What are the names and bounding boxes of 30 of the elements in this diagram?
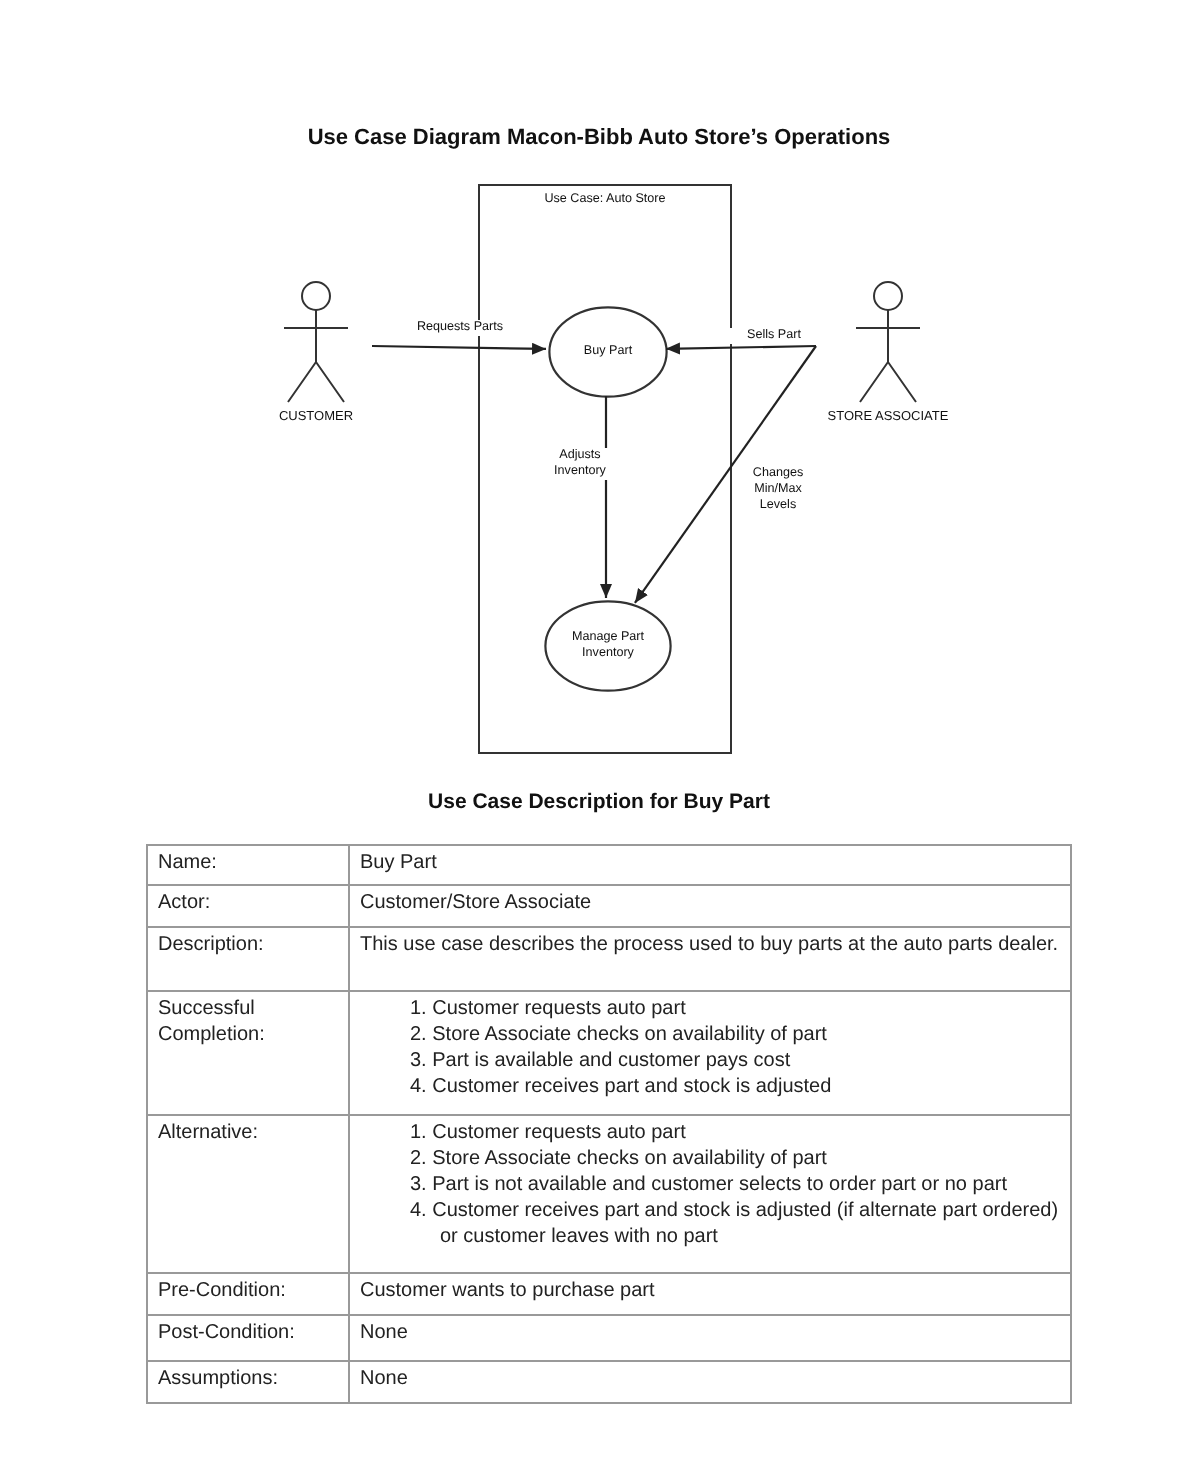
list-item: 4. Customer receives part and stock is adjusted [408, 1074, 834, 1100]
list-item: 2. Store Associate checks on availability of part [408, 1022, 829, 1048]
section-heading: Use Case Description for Buy Part [426, 790, 772, 814]
table-cell: None [349, 1361, 1071, 1403]
table-cell: Alternative: [147, 1115, 349, 1273]
table-cell: Post-Condition: [147, 1315, 349, 1361]
table-cell: None [349, 1315, 1071, 1361]
use-case-ellipse [548, 306, 668, 398]
table-cell: Name: [147, 845, 349, 885]
table-cell: Assumptions: [147, 1361, 349, 1403]
association-arrow [372, 342, 547, 355]
table-cell: Description: [147, 927, 349, 991]
list-item: 3. Part is not available and customer selects to order part or no part [408, 1172, 1009, 1198]
list-item: 2. Store Associate checks on availability of part [408, 1146, 829, 1172]
table-cell: Customer/Store Associate [349, 885, 1071, 927]
table-cell: This use case describes the process used to buy parts at the auto parts dealer. [349, 927, 1071, 991]
system-boundary [478, 184, 732, 754]
table-cell: Customer wants to purchase part [349, 1273, 1071, 1315]
list-item: 1. Customer requests auto part [408, 1120, 688, 1146]
table-cell: Buy Part [349, 845, 1071, 885]
table-cell: Pre-Condition: [147, 1273, 349, 1315]
table-cell: Successful Completion: [147, 991, 349, 1115]
list-item: 4. Customer receives part and stock is adjusted (if alternate part ordered) or customer leaves with no part [408, 1198, 1060, 1250]
association-arrow [634, 345, 817, 604]
list-item: 1. Customer requests auto part [408, 996, 688, 1022]
association-arrow [665, 342, 817, 355]
use-case-ellipse [544, 600, 672, 692]
list-item: 3. Part is available and customer pays cost [408, 1048, 793, 1074]
table-cell: Actor: [147, 885, 349, 927]
diagram-title: Use Case Diagram Macon-Bibb Auto Store’s Operations [305, 126, 893, 150]
